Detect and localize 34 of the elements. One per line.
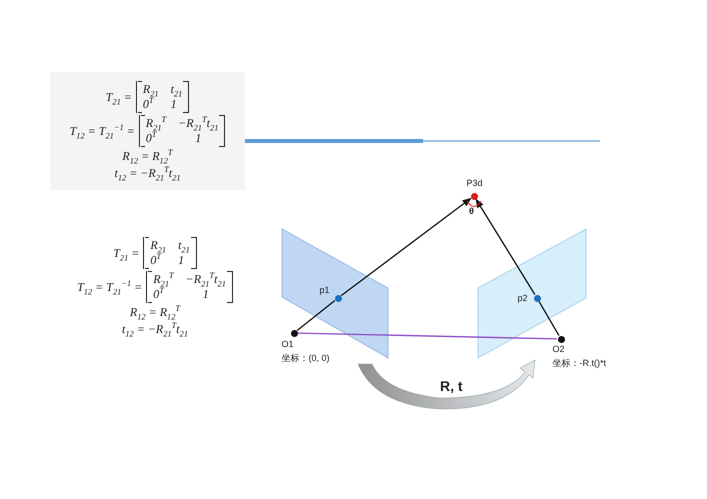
connector-line	[538, 301, 560, 336]
math-term: 1	[178, 253, 186, 268]
math-term: 1	[194, 131, 202, 146]
point-label: p2	[518, 292, 528, 302]
point-label: p1	[320, 284, 330, 294]
math-term: 1	[202, 287, 210, 302]
connector-line	[296, 300, 336, 332]
math-term: R$_{21}$	[150, 238, 166, 253]
transform-label: R, t	[440, 378, 463, 394]
arrow	[476, 198, 536, 295]
connector-line	[298, 332, 558, 340]
math-term: 0$^{T}$	[146, 131, 157, 146]
coordinate-label: 坐标：-R.t()*t	[552, 356, 606, 370]
math-term: T$_{21}$ =	[106, 90, 132, 104]
math-term: 1	[170, 97, 178, 112]
math-term: 0$^{T}$	[153, 287, 164, 302]
math-term: T$_{21}$ =	[113, 246, 140, 260]
angle-label: θ	[469, 206, 474, 216]
math-term: 0$^{T}$	[142, 97, 154, 112]
point-label: P3d	[466, 178, 483, 188]
math-term: t$_{21}$	[170, 82, 182, 97]
math-term: t$_{21}$	[178, 238, 190, 253]
math-term: −R$_{21}$$^{T}$t$_{21}$	[178, 116, 218, 131]
math-term: T$_{12}$ = T$_{21}$$^{−1}$ =	[70, 124, 135, 138]
math-term: T$_{12}$ = T$_{21}$$^{−1}$ =	[77, 280, 142, 294]
math-term: 0$^{T}$	[150, 253, 162, 268]
math-term: t$_{12}$ = −R$_{21}$$^{T}$t$_{21}$	[122, 322, 188, 337]
point-label: O2	[552, 344, 565, 354]
point-label: O1	[282, 338, 294, 348]
math-term: −R$_{21}$$^{T}$t$_{21}$	[186, 272, 226, 287]
coordinate-label: 坐标：(0, 0)	[282, 352, 330, 364]
math-term: t$_{12}$ = −R$_{21}$$^{T}$t$_{21}$	[114, 166, 180, 181]
arrow	[340, 198, 472, 296]
math-term: R$_{21}$	[142, 82, 159, 97]
